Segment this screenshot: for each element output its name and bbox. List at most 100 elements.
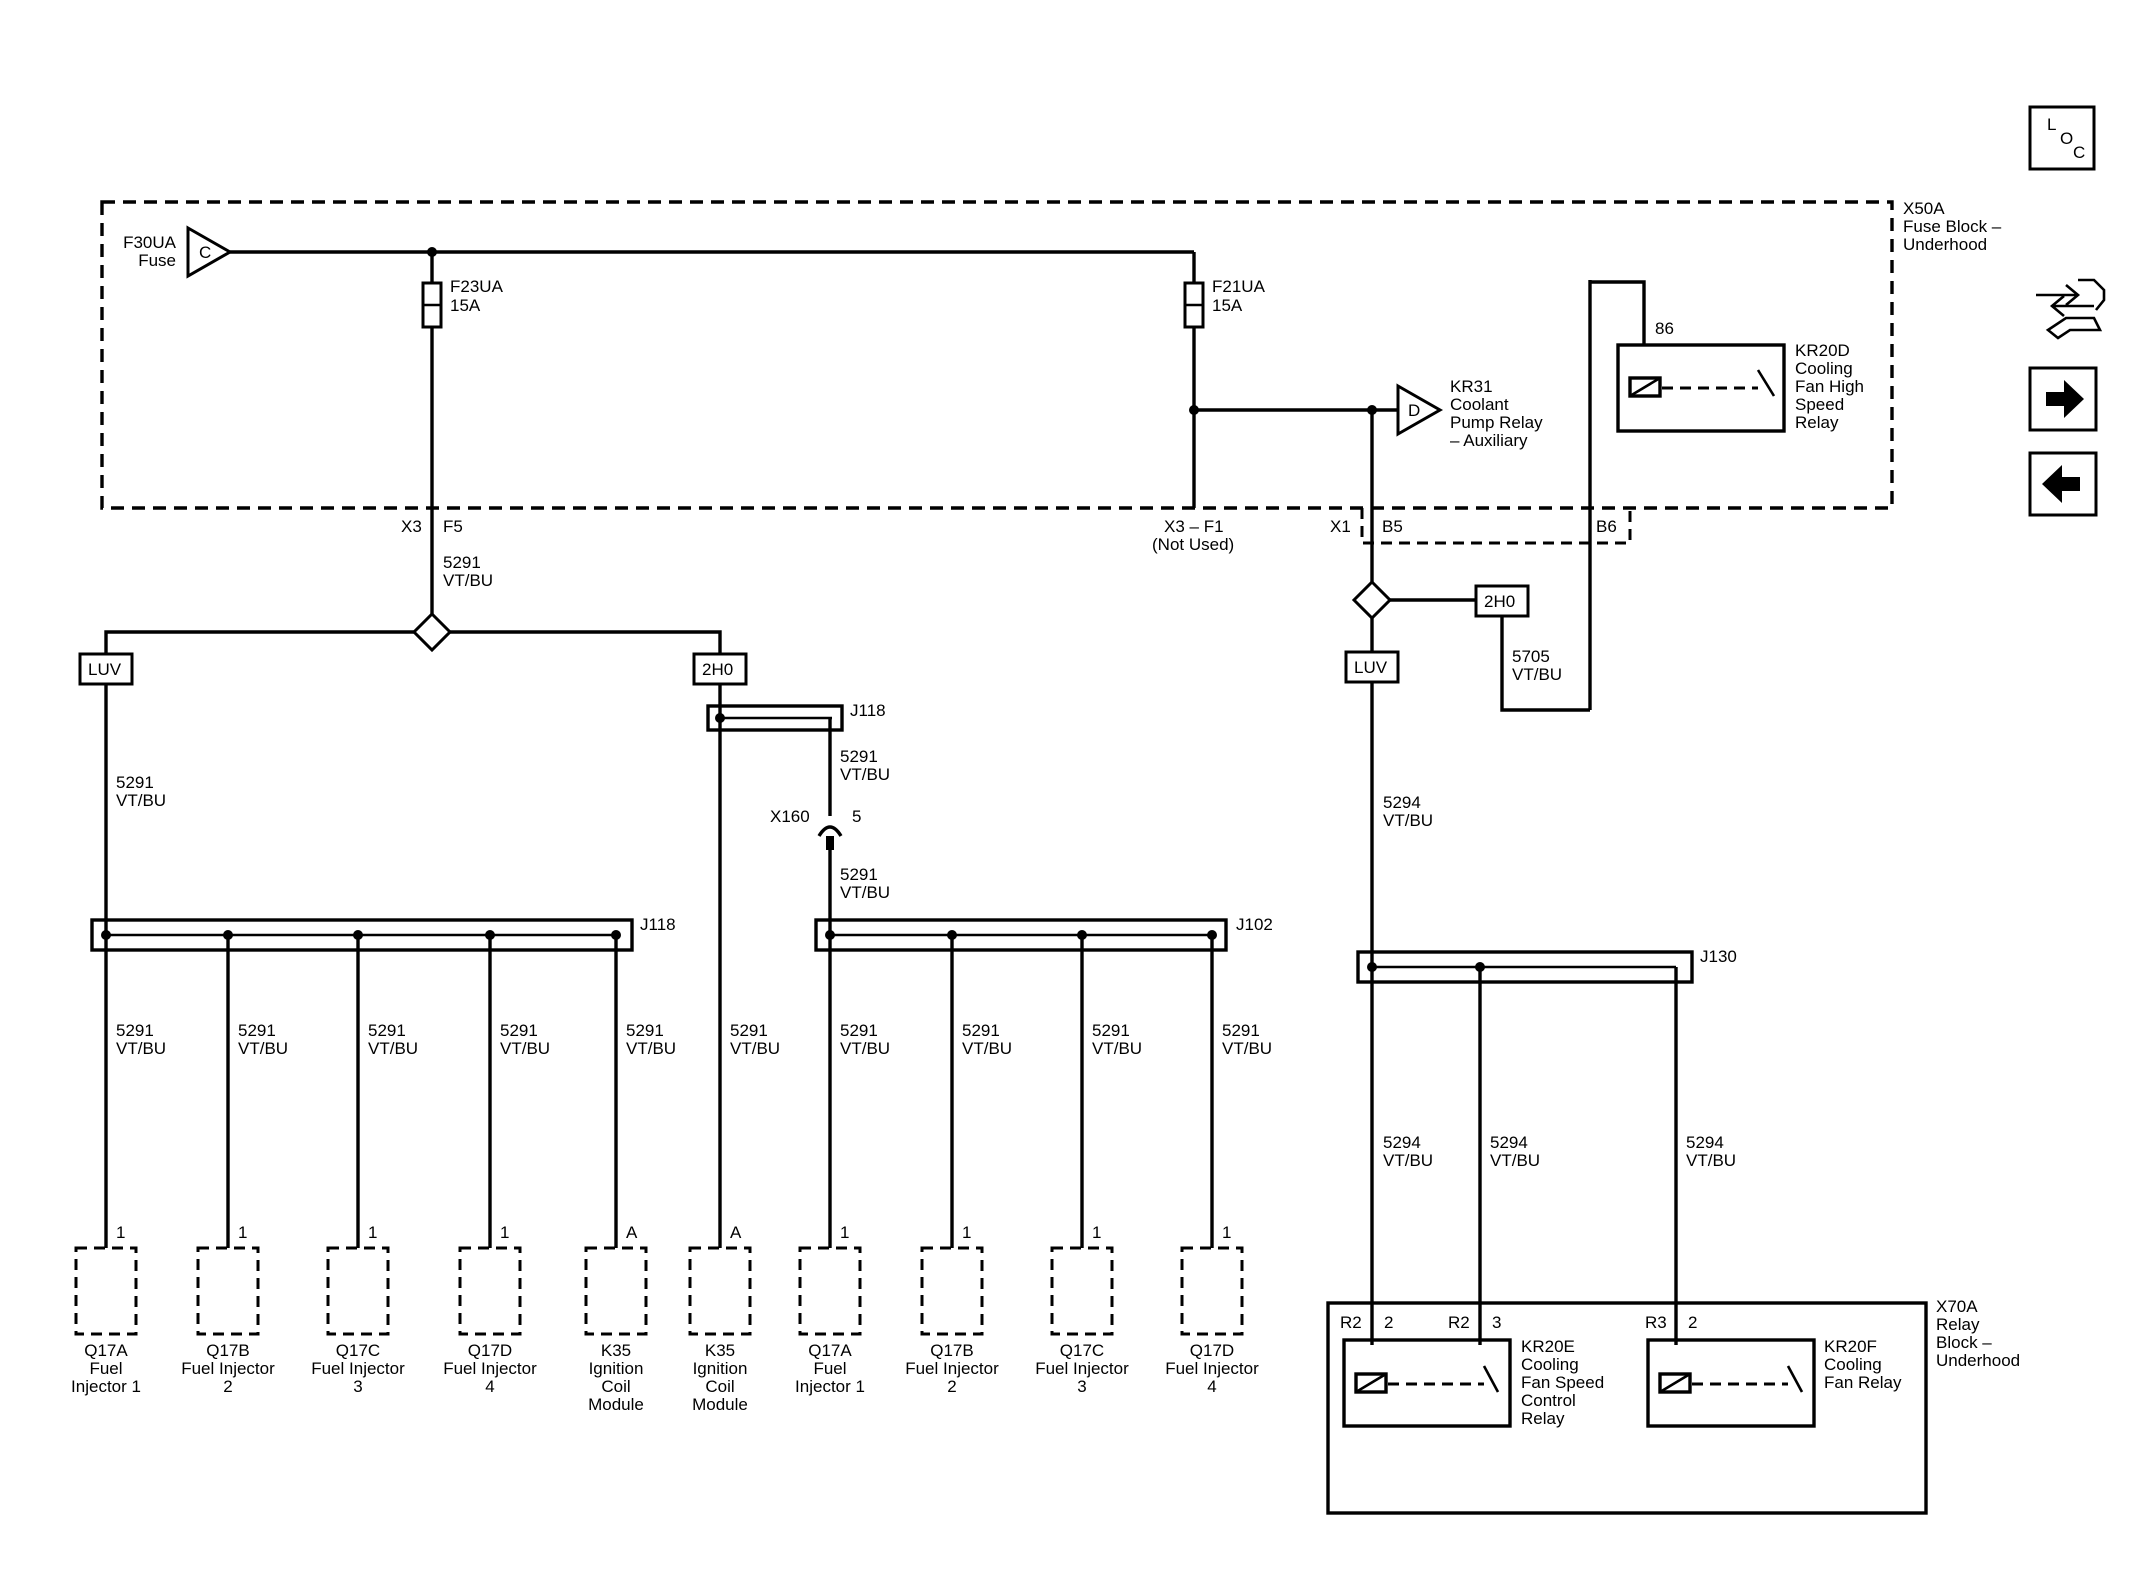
relay-block-boundary bbox=[1326, 1301, 1928, 1515]
injector-wire-color-7: VT/BU bbox=[840, 1039, 890, 1058]
kr20e-line-3: Fan Speed bbox=[1521, 1373, 1604, 1392]
kr20e-line-4: Control bbox=[1521, 1391, 1576, 1410]
component-label-8-3: 2 bbox=[947, 1377, 956, 1396]
component-pin-7: 1 bbox=[840, 1223, 849, 1242]
wire-5705 bbox=[1500, 616, 1590, 712]
component-box-9 bbox=[1050, 1246, 1114, 1336]
fuse-block-boundary bbox=[100, 200, 1894, 510]
kr31-line-3: Pump Relay bbox=[1450, 413, 1543, 432]
splice-j118-upper bbox=[706, 704, 844, 732]
conn-not-used: (Not Used) bbox=[1152, 535, 1234, 554]
relay-block-id: X70A bbox=[1936, 1297, 1978, 1316]
component-label-7-1: Q17A bbox=[808, 1341, 852, 1360]
component-label-1-2: Fuel bbox=[89, 1359, 122, 1378]
relay-kr20e-coil bbox=[1354, 1372, 1388, 1394]
fuse-f21ua-rating: 15A bbox=[1212, 296, 1243, 315]
component-label-5-2: Ignition bbox=[589, 1359, 644, 1378]
injector-wire-color-2: VT/BU bbox=[238, 1039, 288, 1058]
connector-tool-icon bbox=[2036, 278, 2106, 340]
component-pin-9: 1 bbox=[1092, 1223, 1101, 1242]
injector-wire-num-2: 5291 bbox=[238, 1021, 276, 1040]
tag-2h0-right bbox=[1474, 584, 1530, 618]
kr20e-line-1: KR20E bbox=[1521, 1337, 1575, 1356]
kr20f-line-1: KR20F bbox=[1824, 1337, 1877, 1356]
wire-luv-num: 5291 bbox=[116, 773, 154, 792]
relay-kr20f-coil bbox=[1658, 1372, 1692, 1394]
injector-wire-color-3: VT/BU bbox=[368, 1039, 418, 1058]
source-f30ua-triangle bbox=[186, 225, 234, 279]
component-label-4-1: Q17D bbox=[468, 1341, 512, 1360]
component-label-3-2: Fuel Injector bbox=[311, 1359, 405, 1378]
component-label-6-2: Ignition bbox=[693, 1359, 748, 1378]
component-pin-10: 1 bbox=[1222, 1223, 1231, 1242]
kr20d-line-4: Speed bbox=[1795, 395, 1844, 414]
conn-x3: X3 bbox=[401, 517, 422, 536]
connector-x160-id: X160 bbox=[770, 807, 810, 826]
component-label-2-1: Q17B bbox=[206, 1341, 249, 1360]
injector-wire-num-8: 5291 bbox=[962, 1021, 1000, 1040]
component-label-10-1: Q17D bbox=[1190, 1341, 1234, 1360]
injector-wire-num-7: 5291 bbox=[840, 1021, 878, 1040]
splice-dot-4 bbox=[485, 930, 495, 940]
component-pin-6: A bbox=[730, 1223, 742, 1242]
wire-j130-2-num: 5294 bbox=[1490, 1133, 1528, 1152]
component-box-3 bbox=[326, 1246, 390, 1336]
splice-j118-lower-label: J118 bbox=[640, 915, 676, 934]
kr31-triangle bbox=[1396, 383, 1444, 437]
kr31-line-1: KR31 bbox=[1450, 377, 1493, 396]
kr20d-feed bbox=[1590, 280, 1646, 345]
component-label-9-2: Fuel Injector bbox=[1035, 1359, 1129, 1378]
next-page-icon bbox=[2046, 380, 2084, 418]
relay-block-name-1: Relay bbox=[1936, 1315, 1980, 1334]
relay-kr20d-coil bbox=[1628, 376, 1662, 398]
component-box-2 bbox=[196, 1246, 260, 1336]
injector-wire-color-10: VT/BU bbox=[1222, 1039, 1272, 1058]
splice-j102 bbox=[814, 918, 1228, 952]
component-label-2-3: 2 bbox=[223, 1377, 232, 1396]
wire-5294-color: VT/BU bbox=[1383, 811, 1433, 830]
component-box-8 bbox=[920, 1246, 984, 1336]
kr31-line-4: – Auxiliary bbox=[1450, 431, 1528, 450]
injector-wire-color-8: VT/BU bbox=[962, 1039, 1012, 1058]
splice-dot-5 bbox=[611, 930, 621, 940]
wire-5291-top-color: VT/BU bbox=[443, 571, 493, 590]
kr20e-conn-b: R2 bbox=[1448, 1313, 1470, 1332]
kr20f-line-2: Cooling bbox=[1824, 1355, 1882, 1374]
tag-luv-left bbox=[78, 652, 134, 686]
injector-wire-color-6: VT/BU bbox=[730, 1039, 780, 1058]
component-pin-8: 1 bbox=[962, 1223, 971, 1242]
connector-x160 bbox=[817, 825, 843, 837]
splice-dot-9 bbox=[1077, 930, 1087, 940]
component-label-6-1: K35 bbox=[705, 1341, 735, 1360]
component-label-4-3: 4 bbox=[485, 1377, 494, 1396]
wire-x160-j102-color: VT/BU bbox=[840, 883, 890, 902]
conn-f5: F5 bbox=[443, 517, 463, 536]
wire-j130-3-color: VT/BU bbox=[1686, 1151, 1736, 1170]
component-box-10 bbox=[1180, 1246, 1244, 1336]
component-pin-2: 1 bbox=[238, 1223, 247, 1242]
injector-wire-num-10: 5291 bbox=[1222, 1021, 1260, 1040]
previous-page-button[interactable] bbox=[2028, 451, 2098, 517]
next-page-button[interactable] bbox=[2028, 366, 2098, 432]
injector-wire-num-1: 5291 bbox=[116, 1021, 154, 1040]
component-label-1-3: Injector 1 bbox=[71, 1377, 141, 1396]
conn-b6: B6 bbox=[1596, 517, 1617, 536]
component-label-3-3: 3 bbox=[353, 1377, 362, 1396]
splice-dot-7 bbox=[825, 930, 835, 940]
kr20d-line-3: Fan High bbox=[1795, 377, 1864, 396]
location-button[interactable]: L O C bbox=[2028, 105, 2096, 171]
component-label-9-3: 3 bbox=[1077, 1377, 1086, 1396]
component-label-9-1: Q17C bbox=[1060, 1341, 1104, 1360]
wire-j130-2-color: VT/BU bbox=[1490, 1151, 1540, 1170]
injector-wire-num-4: 5291 bbox=[500, 1021, 538, 1040]
relay-kr20d bbox=[1616, 343, 1786, 433]
splice-dot-2 bbox=[223, 930, 233, 940]
component-label-10-2: Fuel Injector bbox=[1165, 1359, 1259, 1378]
location-icon bbox=[2028, 105, 2096, 171]
connector-tool-button[interactable] bbox=[2036, 278, 2106, 340]
tag-luv-right-label: LUV bbox=[1354, 658, 1388, 677]
injector-wire-num-9: 5291 bbox=[1092, 1021, 1130, 1040]
relay-block-name-3: Underhood bbox=[1936, 1351, 2020, 1370]
